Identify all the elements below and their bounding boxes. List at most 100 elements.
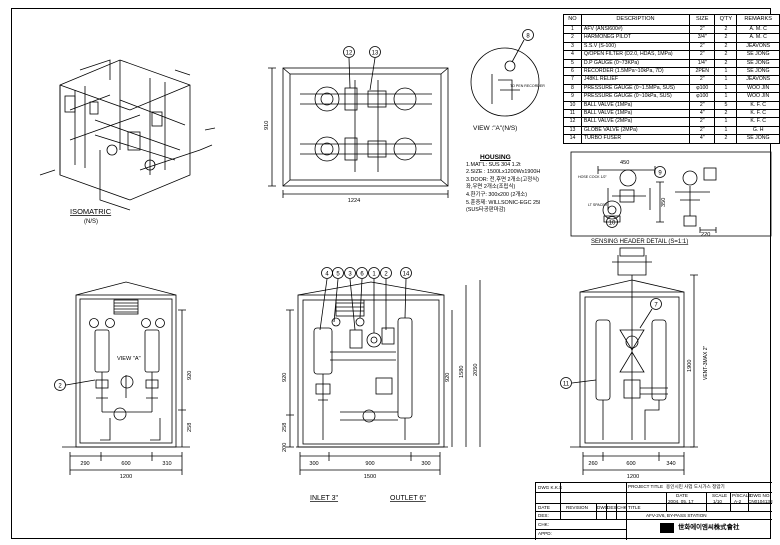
cell: 12 [563, 117, 582, 127]
cell: JEAVONS [736, 75, 780, 85]
balloon-5: 5 [336, 272, 340, 278]
cell: TURBO FUSER [580, 134, 691, 144]
balloon-9: 9 [658, 171, 662, 177]
tb-col-chk: CHK [617, 505, 627, 510]
tb-project-label: PROJECT TITLE [628, 484, 664, 489]
dim-left-height-1: 920 [187, 371, 193, 380]
tb-col-des: DES [607, 505, 617, 510]
cell: 1/4" [689, 58, 716, 69]
cell: 5 [563, 58, 582, 69]
cell: 1 [714, 83, 738, 94]
housing-notes: HOUSING 1.MAT'L: SUS 304 1.2t 2.SIZE : 1… [466, 154, 540, 215]
cell: BALL VALVE (1MPa) [580, 109, 691, 119]
isometric-sub-label: (N/S) [84, 219, 98, 225]
center-elevation [286, 267, 481, 475]
company-logo [660, 523, 674, 533]
right-elevation [560, 247, 698, 475]
tb-size-label: P/SCALE [732, 493, 752, 498]
housing-line: 4.환기구: 300x200 (2개소) [466, 191, 528, 198]
sensing-dim-small: 220 [701, 232, 710, 238]
dim-right-height: 1900 [687, 360, 693, 372]
cell: WOO JIN [736, 92, 780, 102]
cell: 2" [689, 100, 716, 111]
cell: 2 [714, 33, 738, 43]
cell: 4" [689, 134, 716, 144]
tb-col-dwg: DWG [597, 505, 609, 510]
cell: 1 [714, 92, 738, 102]
balloon-2-left: 2 [58, 384, 62, 390]
tb-des-label: DES: [538, 513, 549, 518]
cell: PRESSURE GAUGE (0~1.5MPa, SUS) [580, 83, 691, 94]
dim-center-height-r1: 920 [445, 373, 451, 382]
cell: BALL VALVE (2MPa) [580, 117, 691, 127]
housing-line: 좌,우면 2개소(조립식) [466, 184, 516, 191]
cell: 2 [563, 33, 582, 43]
title-block: DWG K.K.S PROJECT TITLE 용인시민 사업 도시가스 정압기… [535, 482, 773, 540]
lt-spacer-label: LT SPACER [588, 203, 608, 207]
dim-center-overall: 1500 [364, 474, 376, 480]
cell: 2" [689, 117, 716, 127]
dim-top-width: 1224 [348, 198, 360, 204]
cell: 1 [714, 75, 738, 85]
tb-col-revision: REVISION [566, 505, 588, 510]
tb-dwgno-label: DWG NO. [750, 493, 771, 498]
dim-center-seg-3: 300 [421, 461, 430, 467]
hose-cock-label: HOSE COCK 1/2" [578, 175, 608, 179]
cell: 2 [714, 109, 738, 119]
vent-label: VENT-3MAX 2" [703, 345, 709, 380]
cell: A. M. C [736, 24, 780, 35]
cell: φ100 [689, 92, 716, 102]
balloon-2-center: 2 [384, 272, 388, 278]
outlet-label: OUTLET 6" [390, 495, 426, 502]
cell: 2" [689, 75, 716, 85]
balloon-10: 10 [609, 221, 616, 227]
balloon-12: 12 [346, 51, 353, 57]
cell: WOO JIN [736, 83, 780, 94]
cell: HARMONEG PILOT [580, 33, 691, 43]
cell: 8 [563, 83, 582, 94]
balloon-14: 14 [403, 272, 410, 278]
cell: 2" [689, 41, 716, 52]
isometric-label: ISOMATRIC [70, 207, 112, 216]
cell: 9 [563, 92, 582, 102]
balloon-7: 7 [654, 303, 658, 309]
balloon-3: 3 [348, 272, 352, 278]
cell: 2" [689, 125, 716, 136]
tb-appd-label: APPD: [538, 531, 552, 536]
sensing-dim-width: 450 [620, 160, 629, 166]
cell: 10 [563, 100, 582, 111]
housing-title: HOUSING [480, 154, 511, 161]
cell: 6 [563, 67, 582, 77]
header-description: DESCRIPTION [580, 14, 691, 26]
cell: 2 [714, 41, 738, 52]
cell: 4 [563, 50, 582, 60]
cell: 1 [714, 67, 738, 77]
dim-right-overall: 1200 [627, 474, 639, 480]
sensing-header-label: SENSING HEADER DETAIL (S=1:1) [591, 239, 688, 245]
cell: AFV (ANSI600#) [580, 24, 691, 35]
cell: 2 [714, 134, 738, 144]
top-plan-view [268, 46, 449, 198]
cell: 2" [689, 50, 716, 60]
housing-line: 3.DOOR: 전,후면 2개소(고정식) [466, 176, 539, 183]
header-qty: Q'TY [714, 14, 738, 26]
cell: SE JONG [736, 134, 780, 144]
cell: 3 [563, 41, 582, 52]
view-a-label: VIEW :"A"(N/S) [473, 125, 517, 132]
balloon-13: 13 [372, 51, 379, 57]
balloon-4: 4 [325, 272, 329, 278]
tb-date-label: DATE [676, 493, 688, 498]
tb-company: 世화에이엠씨株式會社 [678, 524, 740, 531]
cell: 1 [714, 125, 738, 136]
cell: SE JONG [736, 67, 780, 77]
cell: 4" [689, 109, 716, 119]
tb-scale-label: SCALE [712, 493, 728, 498]
tb-title-label: TITLE [628, 505, 641, 510]
